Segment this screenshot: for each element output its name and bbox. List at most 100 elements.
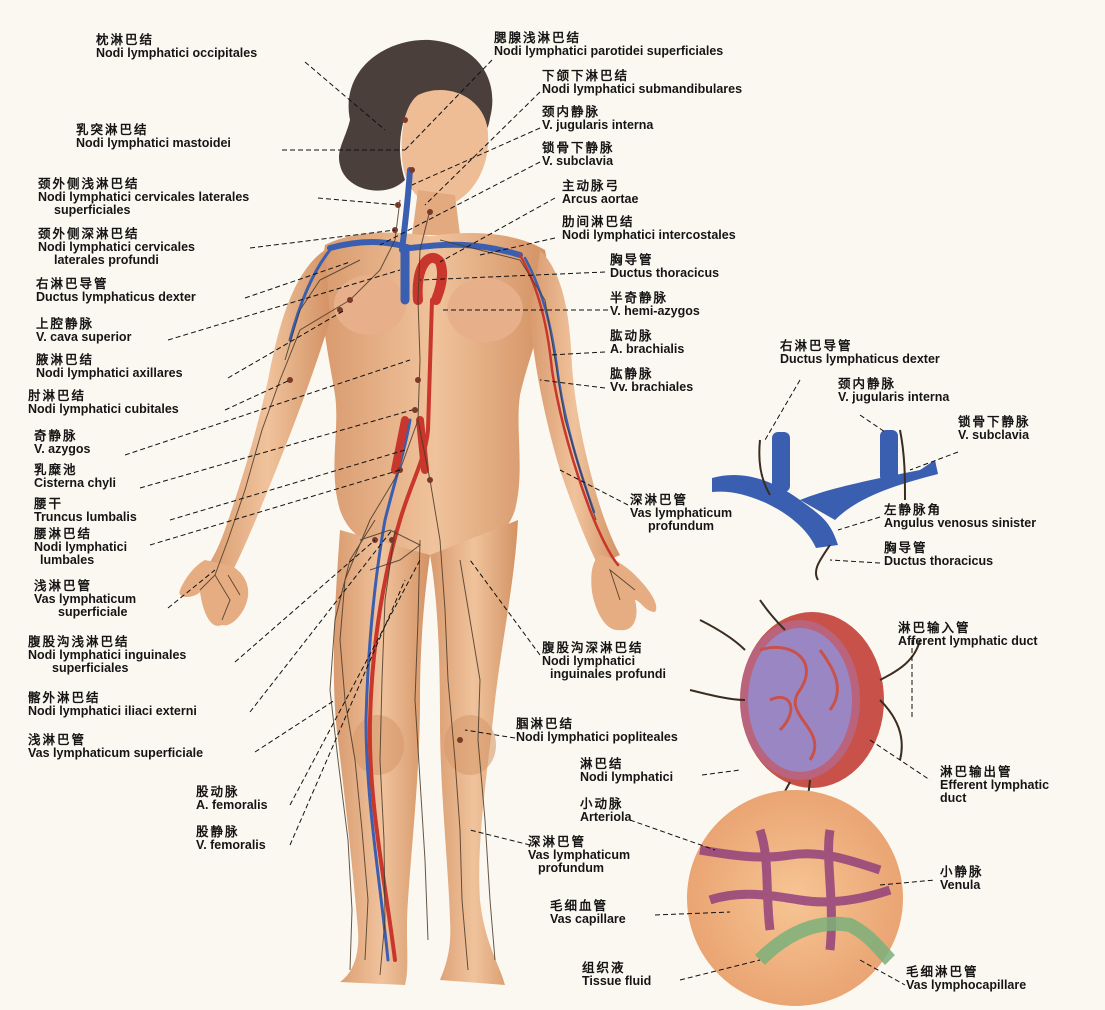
- label-latin: Nodi lymphatici inguinales: [28, 649, 186, 662]
- leader-line: [140, 410, 412, 488]
- label-latin: Nodi lymphatici cubitales: [28, 403, 179, 416]
- label-latin: Arcus aortae: [562, 193, 638, 206]
- label-zh: 腋淋巴结: [36, 354, 183, 367]
- label-zh: 浅淋巴管: [34, 580, 136, 593]
- label-popliteal: 腘淋巴结Nodi lymphatici popliteales: [516, 718, 678, 744]
- leader-line: [765, 380, 800, 440]
- leader-line: [425, 92, 540, 205]
- label-zh: 腮腺浅淋巴结: [494, 32, 723, 45]
- label-latin-2: lumbales: [34, 554, 127, 567]
- leader-line: [440, 198, 555, 262]
- label-latin: Vas lymphaticum: [528, 849, 630, 862]
- label-zh: 腰干: [34, 498, 137, 511]
- label-inset-right-duct: 右淋巴导管Ductus lymphaticus dexter: [780, 340, 940, 366]
- label-cubital: 肘淋巴结Nodi lymphatici cubitales: [28, 390, 179, 416]
- label-femoral-vein: 股静脉V. femoralis: [196, 826, 266, 852]
- label-truncus: 腰干Truncus lumbalis: [34, 498, 137, 524]
- label-latin: Angulus venosus sinister: [884, 517, 1036, 530]
- label-latin-2: inguinales profundi: [542, 668, 666, 681]
- label-latin: A. femoralis: [196, 799, 268, 812]
- label-vas-profundum-arm: 深淋巴管Vas lymphaticumprofundum: [630, 494, 732, 532]
- leader-line: [480, 238, 555, 255]
- label-zh: 腹股沟深淋巴结: [542, 642, 666, 655]
- label-zh: 组织液: [582, 962, 651, 975]
- label-latin: Nodi lymphatici cervicales: [38, 241, 195, 254]
- label-latin: Vas lymphocapillare: [906, 979, 1026, 992]
- label-latin: V. cava superior: [36, 331, 131, 344]
- label-subclavian: 锁骨下静脉V. subclavia: [542, 142, 615, 168]
- leader-line: [250, 530, 392, 712]
- label-zh: 乳糜池: [34, 464, 116, 477]
- leader-line: [540, 380, 605, 388]
- leader-line: [550, 352, 605, 355]
- label-zh: 右淋巴导管: [36, 278, 196, 291]
- leader-line: [470, 560, 540, 655]
- label-zh: 淋巴输入管: [898, 622, 1038, 635]
- label-latin: Nodi lymphatici iliaci externi: [28, 705, 197, 718]
- label-intercostal: 肋间淋巴结Nodi lymphatici intercostales: [562, 216, 736, 242]
- label-latin: Vas lymphaticum: [34, 593, 136, 606]
- label-zh: 毛细血管: [550, 900, 626, 913]
- label-latin: V. jugularis interna: [838, 391, 949, 404]
- leader-line: [830, 560, 880, 563]
- label-latin-2: superficiales: [38, 204, 249, 217]
- label-latin: Nodi lymphatici: [34, 541, 127, 554]
- label-latin-2: profundum: [528, 862, 630, 875]
- label-latin: Vas capillare: [550, 913, 626, 926]
- leader-line: [838, 517, 880, 530]
- label-zh: 颈内静脉: [838, 378, 949, 391]
- label-latin: Ductus thoracicus: [610, 267, 719, 280]
- label-zh: 肱动脉: [610, 330, 684, 343]
- leader-line: [880, 880, 935, 885]
- label-zh: 奇静脉: [34, 430, 91, 443]
- label-zh: 枕淋巴结: [96, 34, 257, 47]
- label-zh: 浅淋巴管: [28, 734, 203, 747]
- leader-line: [860, 960, 905, 985]
- label-zh: 股动脉: [196, 786, 268, 799]
- label-latin-2: superficiale: [34, 606, 136, 619]
- leader-line: [305, 62, 385, 130]
- label-latin: A. brachialis: [610, 343, 684, 356]
- label-zh: 颈内静脉: [542, 106, 653, 119]
- label-axillary: 腋淋巴结Nodi lymphatici axillares: [36, 354, 183, 380]
- leader-line: [380, 162, 540, 245]
- label-latin: Nodi lymphatici parotidei superficiales: [494, 45, 723, 58]
- label-zh: 乳突淋巴结: [76, 124, 231, 137]
- label-capillary: 毛细血管Vas capillare: [550, 900, 626, 926]
- label-zh: 胸导管: [884, 542, 993, 555]
- leader-line: [680, 960, 760, 980]
- label-latin: Ductus lymphaticus dexter: [36, 291, 196, 304]
- label-jugular: 颈内静脉V. jugularis interna: [542, 106, 653, 132]
- label-mastoid: 乳突淋巴结Nodi lymphatici mastoidei: [76, 124, 231, 150]
- leader-line: [225, 380, 290, 410]
- label-zh: 小动脉: [580, 798, 631, 811]
- leader-line: [655, 912, 730, 915]
- label-latin-2: superficiales: [28, 662, 186, 675]
- label-brachial-veins: 肱静脉Vv. brachiales: [610, 368, 693, 394]
- label-latin: Nodi lymphatici: [542, 655, 666, 668]
- label-hemiazygos: 半奇静脉V. hemi-azygos: [610, 292, 700, 318]
- label-latin: V. jugularis interna: [542, 119, 653, 132]
- leader-line: [860, 415, 885, 432]
- label-zh: 上腔静脉: [36, 318, 131, 331]
- label-latin: Venula: [940, 879, 984, 892]
- label-lymphocapillary: 毛细淋巴管Vas lymphocapillare: [906, 966, 1026, 992]
- label-latin: Vas lymphaticum: [630, 507, 732, 520]
- leader-line: [465, 730, 515, 738]
- label-zh: 小静脉: [940, 866, 984, 879]
- label-zh: 锁骨下静脉: [542, 142, 615, 155]
- leader-line: [910, 452, 958, 470]
- leader-line: [235, 540, 375, 662]
- label-latin: V. subclavia: [542, 155, 615, 168]
- label-zh: 颈外侧深淋巴结: [38, 228, 195, 241]
